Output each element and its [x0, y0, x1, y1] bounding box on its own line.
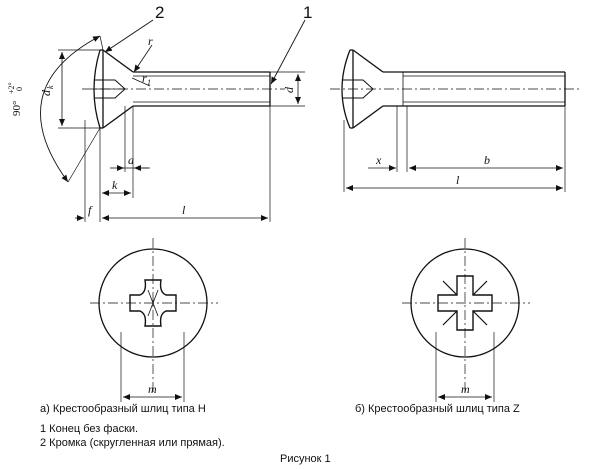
m-label-right: m — [461, 382, 470, 396]
screw-left-side-view — [40, 19, 306, 222]
angle-plus-tol: +2° — [7, 82, 16, 94]
caption-type-h: а) Крестообразный шлиц типа H — [40, 403, 206, 415]
dk-label: d k — [39, 85, 55, 96]
dk-symbol: d — [39, 89, 53, 96]
f-label: f — [88, 203, 93, 217]
k-label: k — [112, 178, 118, 192]
d-label: d — [282, 86, 296, 93]
b-label: b — [484, 153, 490, 167]
note-1: 1 Конец без фаски. — [40, 423, 139, 435]
angle-base: 90° — [11, 101, 23, 116]
r-label: r — [148, 34, 153, 48]
note-2: 2 Кромка (скругленная или прямая). — [40, 437, 225, 449]
a-label: a — [128, 153, 134, 167]
l-label-right: l — [456, 173, 460, 187]
r1-subscript: 1 — [147, 78, 151, 87]
x-label: x — [375, 153, 382, 167]
angle-minus-tol: 0 — [15, 87, 24, 91]
d-symbol: d — [282, 86, 296, 93]
callout-2: 2 — [155, 3, 164, 22]
screw-right-side-view — [330, 49, 580, 192]
angle-label: 90° +2° 0 — [7, 82, 24, 116]
recess-type-z-view — [402, 238, 530, 402]
r1-label: r — [142, 71, 147, 85]
figure-title: Рисунок 1 — [280, 453, 331, 465]
caption-type-z: б) Крестообразный шлиц типа Z — [355, 403, 520, 415]
l-label-left: l — [182, 203, 186, 217]
dk-subscript: k — [46, 85, 55, 89]
callout-1: 1 — [303, 3, 312, 22]
recess-type-h-view — [90, 238, 218, 402]
m-label-left: m — [148, 382, 157, 396]
